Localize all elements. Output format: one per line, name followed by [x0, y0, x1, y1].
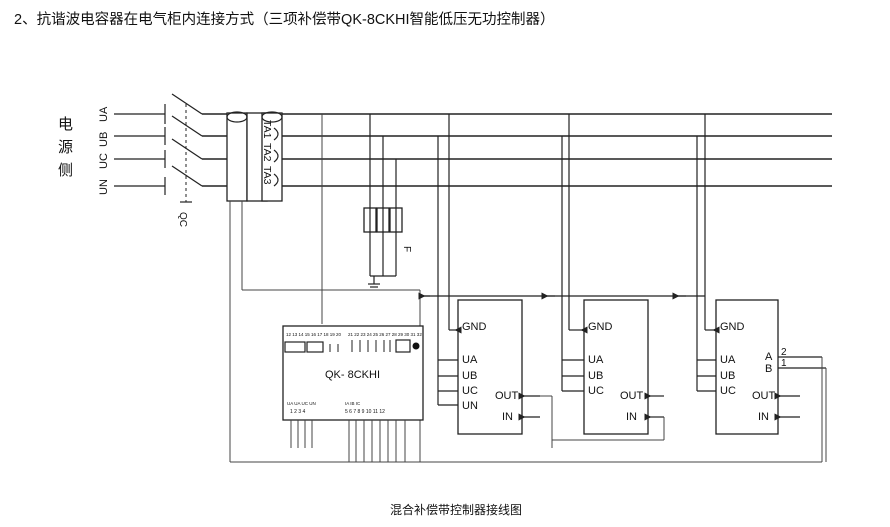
module-3-a: A	[765, 351, 773, 363]
module-1-uc: UC	[462, 385, 478, 397]
main-busbars	[202, 113, 832, 187]
current-transformer-group	[226, 111, 283, 202]
source-side-char-1: 电	[58, 116, 73, 133]
ct-label-ta1: TA1	[261, 120, 273, 139]
controller-name: QK- 8CKHI	[325, 369, 380, 381]
module-3-b: B	[765, 363, 772, 375]
compensation-module-1	[437, 114, 553, 448]
controller-bottom-numbers: 1 2 3 4	[290, 409, 306, 415]
controller-unit	[282, 325, 424, 421]
rs485-number-1: 1	[781, 358, 787, 369]
breaker-label: QC	[177, 212, 188, 227]
module-1-gnd: GND	[462, 321, 487, 333]
compensation-module-3	[696, 114, 827, 462]
module-2-uc: UC	[588, 385, 604, 397]
fuse-label: F	[401, 246, 412, 252]
phase-label-ua: UA	[98, 106, 110, 122]
rs485-number-2: 2	[781, 347, 787, 358]
module-1-ub: UB	[462, 370, 477, 382]
ct-label-ta3: TA3	[261, 166, 273, 185]
module-2-in: IN	[626, 411, 637, 423]
controller-terminal-leads	[290, 420, 406, 462]
module-3-ub: UB	[720, 370, 735, 382]
source-side-char-2: 源	[58, 139, 73, 156]
module-2-gnd: GND	[588, 321, 613, 333]
module-2-out: OUT	[620, 390, 644, 402]
module-3-out: OUT	[752, 390, 776, 402]
phase-label-ub: UB	[98, 132, 110, 147]
page-title: 2、抗谐波电容器在电气柜内连接方式（三项补偿带QK-8CKHI智能低压无功控制器…	[14, 11, 555, 28]
module-1-un: UN	[462, 400, 478, 412]
controller-top-terminals-right: 21 22 23 24 25 26 27 28 29 30 31 32	[348, 332, 422, 337]
source-side-char-3: 侧	[58, 162, 73, 179]
module-3-ua: UA	[720, 354, 736, 366]
module-2-ua: UA	[588, 354, 604, 366]
module-2-ub: UB	[588, 370, 603, 382]
module-3-in: IN	[758, 411, 769, 423]
module-1-in: IN	[502, 411, 513, 423]
controller-bottom-labels: UA UA UC UN	[287, 401, 316, 406]
controller-bottom-right-numbers: 5 6 7 8 9 10 11 12	[345, 409, 385, 415]
controller-bottom-right-labels: IA IB IC	[345, 401, 361, 406]
controller-top-terminals: 12 13 14 15 16 17 18 19 20	[286, 332, 342, 337]
module-3-uc: UC	[720, 385, 736, 397]
module-1-ua: UA	[462, 354, 478, 366]
module-1-out: OUT	[495, 390, 519, 402]
fuse-block	[363, 114, 403, 288]
phase-label-un: UN	[98, 179, 110, 195]
phase-label-uc: UC	[98, 153, 110, 169]
ct-label-ta2: TA2	[261, 143, 273, 162]
compensation-module-2	[552, 114, 665, 441]
module-3-gnd: GND	[720, 321, 745, 333]
diagram-caption: 混合补偿带控制器接线图	[390, 502, 522, 517]
incoming-leads	[114, 93, 203, 203]
